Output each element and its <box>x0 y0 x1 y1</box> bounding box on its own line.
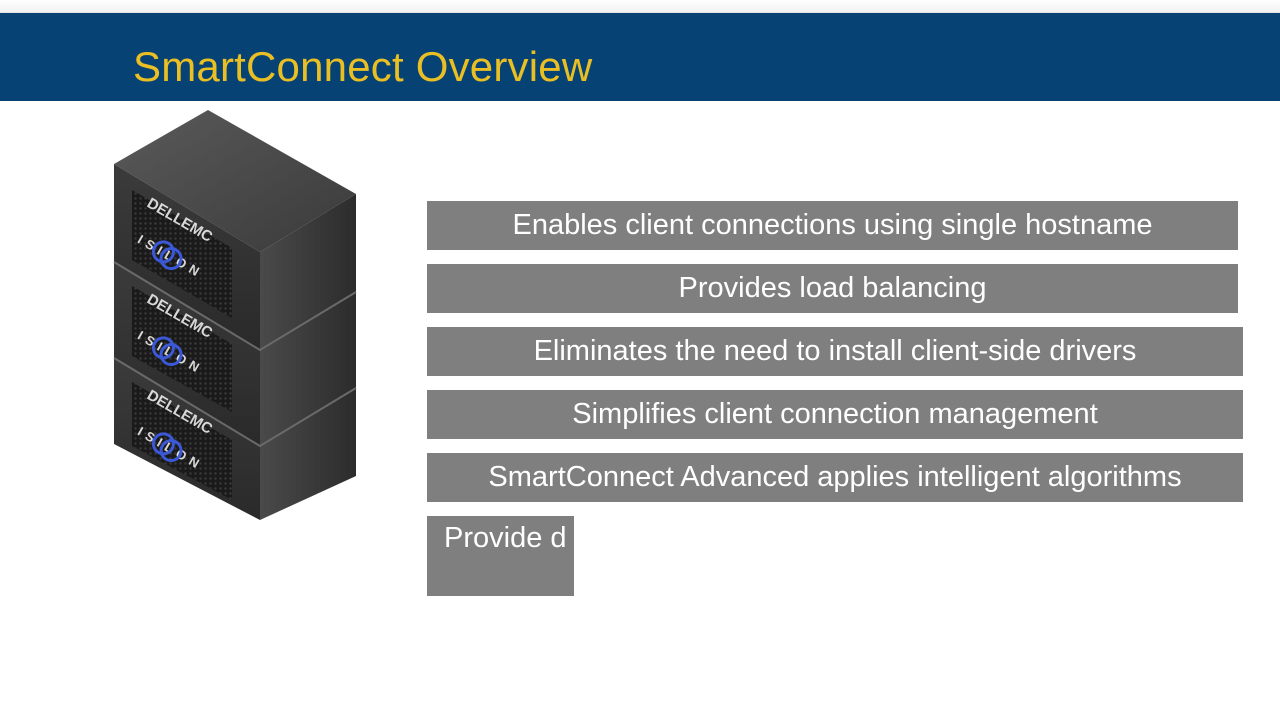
bullet-no-client-drivers: Eliminates the need to install client-si… <box>427 327 1243 376</box>
bullet-connection-management: Simplifies client connection management <box>427 390 1243 439</box>
bullet-advanced-algorithms: SmartConnect Advanced applies intelligen… <box>427 453 1243 502</box>
title-bar: SmartConnect Overview <box>0 13 1280 101</box>
node-side-1 <box>260 194 356 350</box>
bullet-text: SmartConnect Advanced applies intelligen… <box>488 461 1182 493</box>
bullet-text: Simplifies client connection management <box>572 398 1098 430</box>
bezel-3 <box>132 382 232 500</box>
slide-title: SmartConnect Overview <box>133 43 593 90</box>
bullet-text: Provides load balancing <box>678 272 987 304</box>
bullet-text: Eliminates the need to install client-si… <box>533 335 1137 367</box>
storage-cluster-icon: DELLEMC ISILON DELLEMC ISILON DELLEMC IS… <box>108 106 364 526</box>
divider-1 <box>113 261 357 352</box>
divider-2 <box>113 357 357 448</box>
storage-cluster-graphic: DELLEMC ISILON DELLEMC ISILON DELLEMC IS… <box>113 110 357 520</box>
cluster-top <box>114 110 356 252</box>
bullet-load-balancing: Provides load balancing <box>427 264 1238 313</box>
bezel-2 <box>132 286 232 412</box>
bullet-text: Provide d <box>444 522 567 554</box>
bullet-text: Enables client connections using single … <box>512 209 1153 241</box>
node-side-3 <box>260 388 356 520</box>
bezel-1 <box>132 190 232 318</box>
node-side-2 <box>260 292 356 446</box>
top-strip <box>0 0 1280 13</box>
bullet-partial: Provide d <box>427 516 574 596</box>
bullet-single-hostname: Enables client connections using single … <box>427 201 1238 250</box>
